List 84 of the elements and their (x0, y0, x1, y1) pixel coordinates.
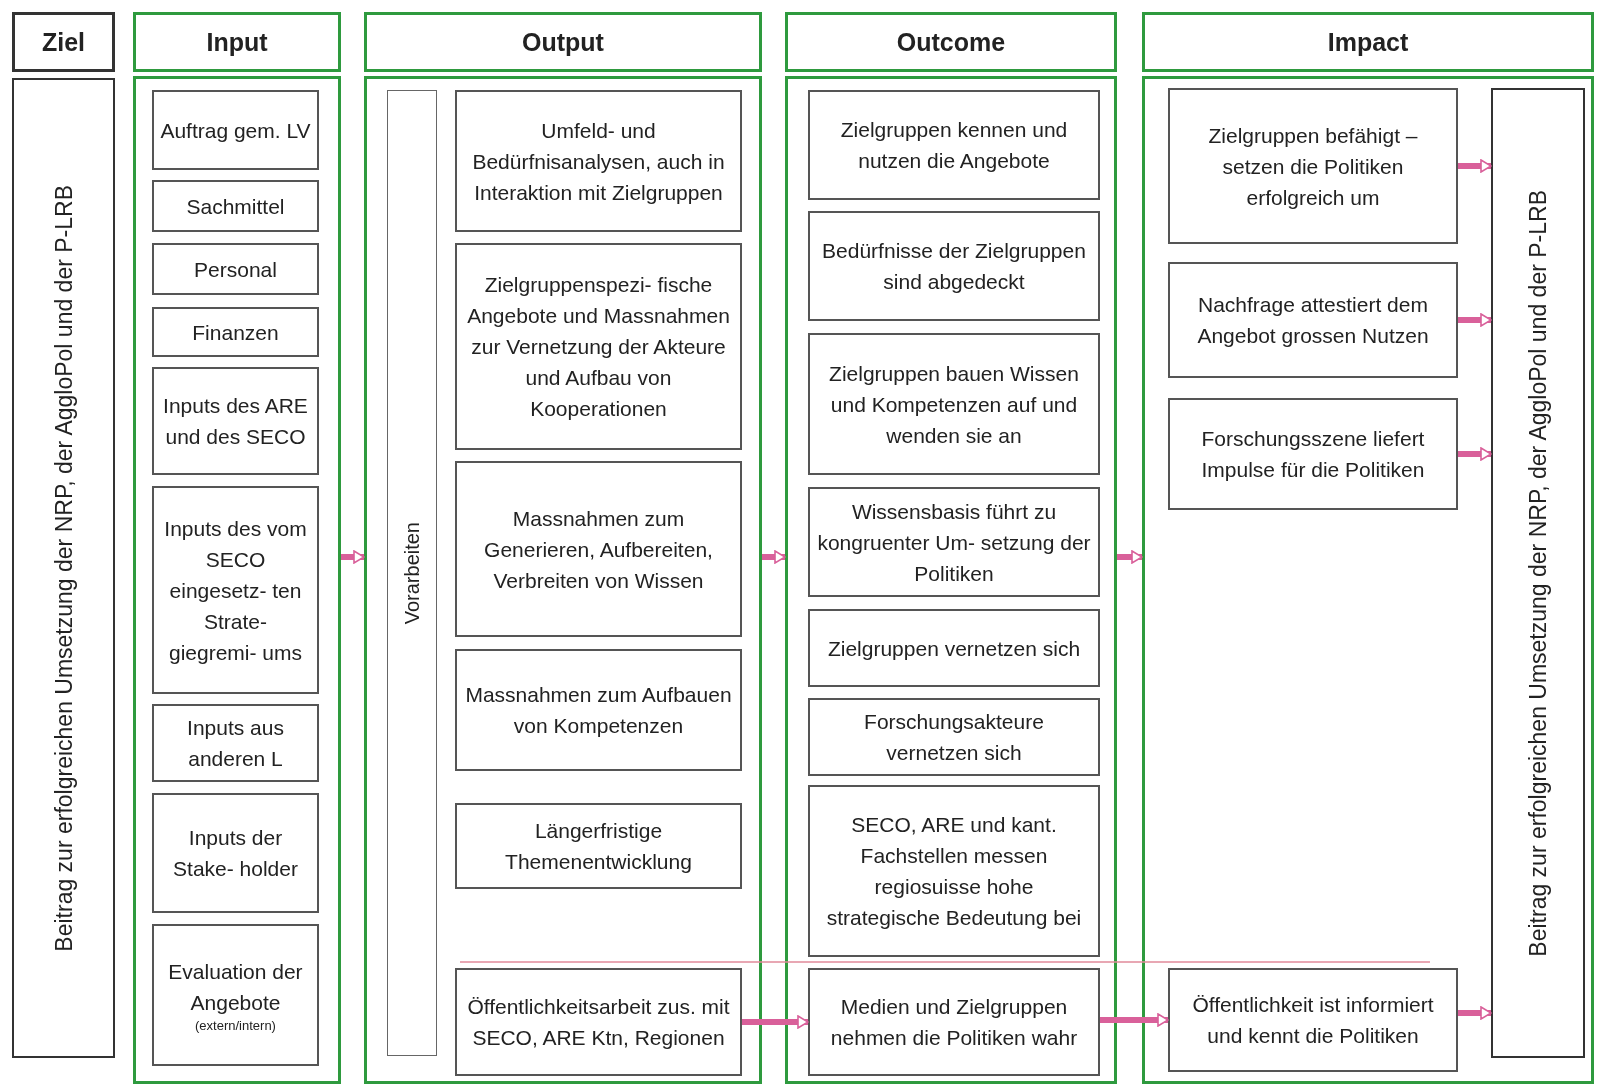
box-label: Massnahmen zum Aufbauen von Kompetenzen (464, 682, 733, 739)
box-label: Personal (194, 256, 277, 283)
box-label: Öffentlichkeitsarbeit zus. mit SECO, ARE Ktn, Regionen (466, 994, 731, 1051)
column-header (364, 12, 762, 72)
process-box (455, 968, 742, 1076)
box-label: Medien und Zielgruppen nehmen die Politiken wahr (829, 994, 1079, 1051)
box-label: Inputs des vom SECO eingesetz- ten Strate- giegremi- ums (163, 515, 308, 666)
box-label: Beitrag zur erfolgreichen Umsetzung der NRP, der AggloPol und der P-LRB (1524, 189, 1552, 957)
box-label: Inputs des ARE und des SECO (162, 393, 309, 450)
box-label: Inputs der Stake- holder (172, 825, 299, 882)
column-title: Ziel (41, 27, 86, 57)
process-box (455, 649, 742, 771)
process-box (152, 793, 319, 913)
process-box (152, 243, 319, 295)
process-box (152, 486, 319, 694)
process-box (152, 367, 319, 475)
column-panel (785, 76, 1117, 1084)
box-label: Vorarbeiten (400, 521, 424, 625)
box-label: Längerfristige Themenentwicklung (504, 818, 693, 875)
box-label: Forschungsakteure vernetzen sich (863, 709, 1045, 766)
column-panel (364, 76, 762, 1084)
process-box (808, 785, 1100, 957)
arrow (1117, 550, 1143, 564)
arrow (1458, 447, 1492, 461)
arrow (341, 550, 365, 564)
process-box (808, 90, 1100, 200)
box-label: Zielgruppen befähigt – setzen die Politiken erfolgreich um (1207, 122, 1419, 211)
box-label: Umfeld- und Bedürfnisanalysen, auch in Interaktion mit Zielgruppen (471, 117, 726, 206)
process-box (808, 609, 1100, 687)
box-label: Zielgruppen kennen und nutzen die Angebote (839, 117, 1069, 174)
column-header (12, 12, 115, 72)
process-box (455, 461, 742, 637)
box-label: Auftrag gem. LV (160, 117, 311, 144)
process-box (1168, 88, 1458, 244)
column-title: Impact (1327, 27, 1409, 57)
box-label: Öffentlichkeit ist informiert und kennt die Politiken (1191, 992, 1435, 1049)
box-label: Finanzen (192, 319, 279, 346)
goal-box (12, 78, 115, 1058)
process-box (152, 307, 319, 357)
column-title: Input (206, 27, 268, 57)
box-label: Zielgruppenspezi- fische Angebote und Massnahmen zur Vernetzung der Akteure und Aufbau von Kooperationen (466, 272, 731, 422)
column-title: Outcome (896, 27, 1006, 57)
process-box (808, 698, 1100, 776)
process-box (455, 90, 742, 232)
process-box (1168, 398, 1458, 510)
process-box (1168, 262, 1458, 378)
process-box (152, 704, 319, 782)
box-label: Sachmittel (186, 193, 285, 220)
process-box (152, 924, 319, 1066)
process-box (808, 211, 1100, 321)
box-label: Zielgruppen bauen Wissen und Kompetenzen auf und wenden sie an (828, 360, 1080, 449)
process-box (152, 180, 319, 232)
process-box (808, 333, 1100, 475)
column-header (133, 12, 341, 72)
box-label: SECO, ARE und kant. Fachstellen messen regiosuisse hohe strategische Bedeutung bei (825, 812, 1083, 931)
column-title: Output (522, 27, 604, 57)
process-box (455, 243, 742, 450)
box-label: Bedürfnisse der Zielgruppen sind abgedeckt (821, 238, 1087, 295)
process-box (808, 487, 1100, 597)
arrow (1458, 159, 1492, 173)
arrow (1458, 1006, 1492, 1020)
box-label: Beitrag zur erfolgreichen Umsetzung der NRP, der AggloPol und der P-LRB (49, 184, 78, 952)
process-box (455, 803, 742, 889)
process-box (808, 968, 1100, 1076)
box-label: Zielgruppen vernetzen sich (827, 635, 1081, 662)
process-box (152, 90, 319, 170)
box-label: Forschungsszene liefert Impulse für die Politiken (1200, 426, 1426, 483)
column-header (1142, 12, 1594, 72)
arrow (742, 1015, 809, 1029)
column-panel (1142, 76, 1594, 1084)
arrow (1100, 1013, 1169, 1027)
arrow (762, 550, 786, 564)
box-label: Wissensbasis führt zu kongruenter Um- setzung der Politiken (816, 498, 1092, 587)
box-label: Massnahmen zum Generieren, Aufbereiten, Verbreiten von Wissen (483, 505, 714, 594)
side-bar (387, 90, 437, 1056)
goal-box (1491, 88, 1585, 1058)
box-label: Evaluation der Angebote (167, 959, 304, 1016)
box-label: Inputs aus anderen L (186, 715, 285, 772)
arrow (1458, 313, 1492, 327)
note-text: (extern/intern) (195, 1018, 276, 1034)
process-box (1168, 968, 1458, 1072)
box-label: Nachfrage attestiert dem Angebot grossen Nutzen (1196, 292, 1430, 349)
column-panel (133, 76, 341, 1084)
column-header (785, 12, 1117, 72)
